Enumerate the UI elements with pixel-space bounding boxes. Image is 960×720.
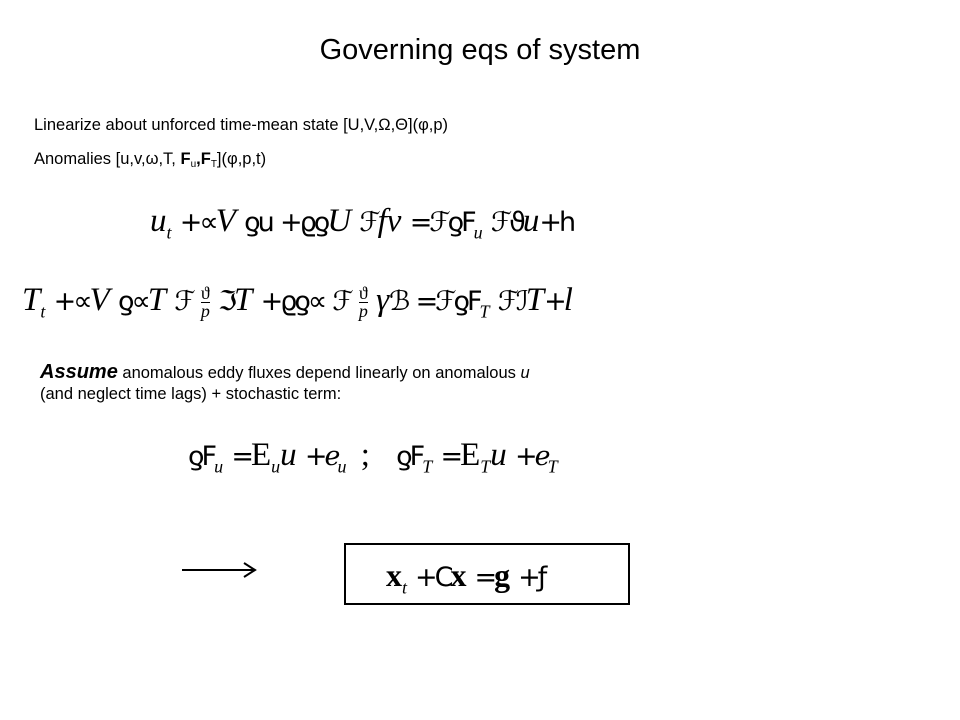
momentum-equation: ut +∝V ƍu +ϱƍU ℱfv =ℱƍFu ℱϑu+h [150,203,576,244]
anomalies-suffix: ](φ,p,t) [216,150,267,168]
eq1-Fu-subscript: u [473,222,483,243]
eq2-last: l [563,282,573,318]
eq2-gamma: γ [376,282,390,318]
eq3-glyph-4: ƍF [396,441,425,472]
eq2-fraction-1: ϑ p [200,282,210,321]
assume-u: u [520,364,530,382]
eq1-glyph-1: +∝ [179,207,219,238]
eq3-glyph-6: +ℯ [515,441,551,472]
eq3-E: E [250,437,272,473]
eq2-glyph-5: +ϱ [260,286,298,317]
forcing-t-symbol: F [200,150,211,168]
eq2-fraction-2-numerator: ϑ [358,282,368,303]
eq2-T3: T [233,282,253,318]
eq1-glyph-3: u [257,207,275,238]
slide-title: Governing eqs of system [319,34,641,66]
forcing-u-symbol: F [180,150,191,168]
box-glyph-1: +C [415,562,454,593]
eq2-V: V [89,282,110,318]
box-x: x [386,557,402,593]
eq3-glyph-2: = [231,441,254,472]
eq3-glyph-3: +ℯ [304,441,341,472]
eq1-glyph-2: ƍ [244,207,260,238]
eq3-glyph-1: ƍF [188,441,217,472]
eq3-glyph-5: = [440,441,463,472]
eq2-glyph-3: ℱ [174,286,195,317]
eq1-V: V [215,203,236,239]
eq3-sub-1: u [337,456,347,477]
eq1-glyph-8: ℱϑ [490,207,526,238]
eq1-U: U [327,203,352,239]
forcing-u-subscript: u [190,159,197,170]
eq2-glyph-9: =ℱƍF [415,286,483,317]
forcing-t-subscript: T [210,159,217,170]
eq2-glyph-7: ℱ [332,286,353,317]
eddy-flux-equations: ƍFu =Euu +ℯu ; ƍFT =ETu +ℯT [188,437,558,478]
eq1-glyph-5: ƍ [313,207,330,238]
thermodynamic-equation: Tt +∝V ƍ∝T ℱ ϑ p ℑT +ϱƍ∝ ℱ ϑ p γℬ =ℱƍFT … [22,282,573,323]
eq1-glyph-7: =ℱƍF [409,207,477,238]
eq2-T: T [22,282,41,318]
assume-paragraph: Assume anomalous eddy fluxes depend line… [40,362,530,405]
eq1-u-subscript: t [166,222,172,243]
eq1-glyph-6: ℱ [359,207,380,238]
eq2-fraction-2: ϑ p [358,282,368,321]
eq2-fraction-1-numerator: ϑ [200,282,210,303]
eq3-E2-subscript: T [480,456,491,477]
eq1-glyph-9: +h [539,207,576,238]
eq2-T2: T [147,282,167,318]
eq3-semicolon: ; [360,437,370,473]
eq1-u2: u [522,203,540,239]
eq3-u: u [280,437,297,473]
box-glyph-2: = [474,562,498,593]
eq2-fraction-2-denominator: p [358,300,368,321]
eq1-u: u [150,203,167,239]
box-x2: x [450,557,467,593]
eq3-FT-subscript: T [422,456,433,477]
eq3-u2: u [490,437,507,473]
box-equation-content: xt +Cx =g +ƒ [386,557,547,598]
eq2-T4: T [525,282,545,318]
assume-bold: Assume [40,361,118,383]
anomalies-comma: , [196,150,201,168]
box-glyph-3: +ƒ [518,562,547,593]
eq2-glyph-2: ƍ∝ [117,286,151,317]
assume-line-2: (and neglect time lags) + stochastic ter… [40,385,342,403]
box-x-subscript: t [402,577,408,598]
anomalies-line: Anomalies [u,v,ω,T, Fu,FT](φ,p,t) [34,150,266,170]
eq3-E-subscript: u [271,456,281,477]
eq2-glyph-11: + [544,286,567,317]
eq2-glyph-10: ℱℐ [497,286,529,317]
eq3-sub-2: T [547,456,558,477]
eq3-E2: E [460,437,481,473]
eq1-glyph-4: +ϱ [280,207,317,238]
eq2-glyph-6: ƍ∝ [294,286,327,317]
assume-text: anomalous eddy fluxes depend linearly on… [117,364,521,382]
boxed-system-equation: xt +Cx =g +ƒ [344,543,630,605]
eq2-glyph-4: ℑ [218,286,237,317]
anomalies-prefix: Anomalies [u,v,ω,T, [34,150,181,168]
eq2-glyph-1: +∝ [53,286,93,317]
eq3-Fu-subscript: u [214,456,224,477]
box-g: g [494,557,511,593]
eq2-glyph-8: ℬ [389,286,410,317]
linearize-line: Linearize about unforced time-mean state… [34,116,449,134]
eq1-fv: fv [377,203,402,239]
eq2-FT-subscript: T [479,301,490,322]
right-arrow-icon [182,562,257,578]
eq2-fraction-1-denominator: p [200,300,210,321]
eq2-T-subscript: t [40,301,46,322]
